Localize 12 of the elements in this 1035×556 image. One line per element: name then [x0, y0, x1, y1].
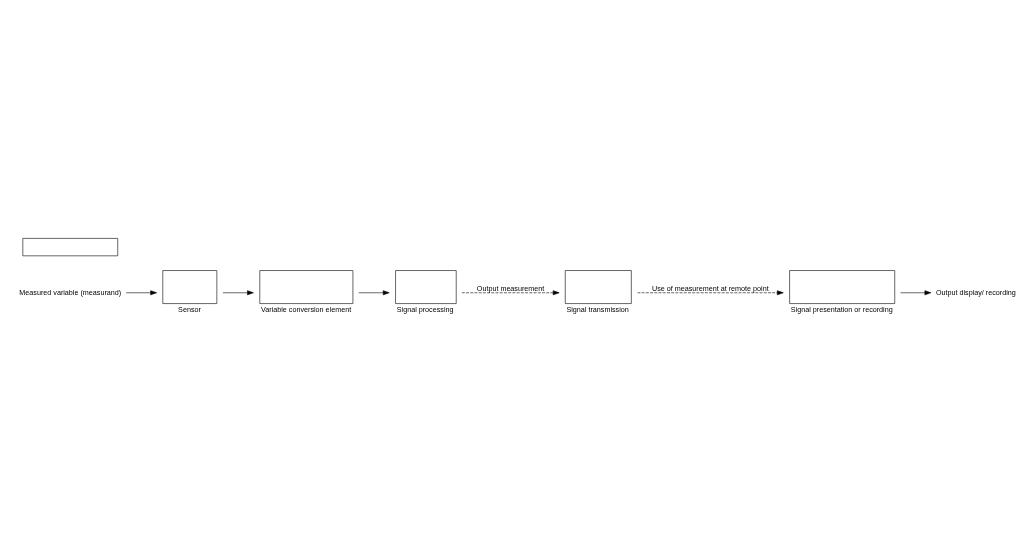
node-box: [162, 269, 218, 304]
arrow: [461, 289, 560, 295]
arrow: [900, 289, 932, 295]
arrow: [358, 289, 390, 295]
node-box: [395, 269, 457, 304]
arrow: [125, 289, 157, 295]
arrow: [637, 289, 784, 295]
node-box: [259, 269, 354, 304]
arrow: [222, 289, 254, 295]
node-box: [564, 269, 632, 304]
node-box: [22, 237, 119, 256]
node-box: [789, 269, 896, 304]
